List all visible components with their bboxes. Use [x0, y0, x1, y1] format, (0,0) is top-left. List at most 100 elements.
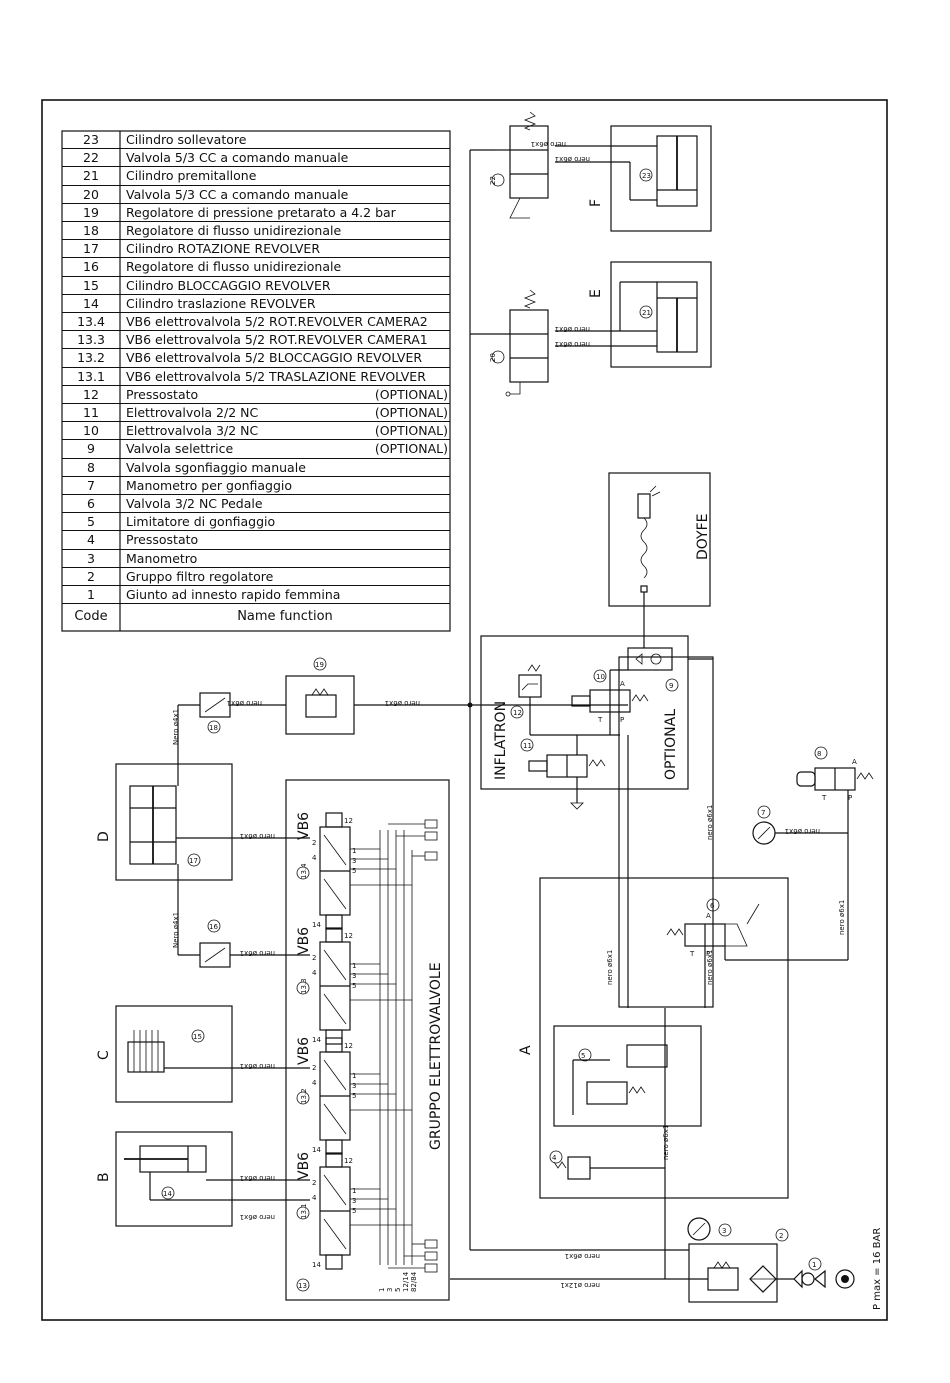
legend-code: 4: [87, 532, 95, 548]
bubble-2: 2: [779, 1232, 783, 1240]
pipe-label: nero ø6x1: [565, 1252, 600, 1260]
legend-code: 23: [83, 132, 99, 147]
legend-name: Elettrovalvola 3/2 NC: [126, 423, 259, 439]
limiter-5-box: [553, 1025, 702, 1127]
legend-note: (OPTIONAL): [374, 405, 448, 420]
legend-name: Limitatore di gonfiaggio: [126, 514, 276, 530]
legend-row: 23 Cilindro sollevatore: [62, 131, 450, 150]
bubble-13.1: 13.1: [300, 1203, 308, 1219]
bubble-23: 23: [642, 172, 651, 180]
pipe-label: nero ø6x1: [838, 900, 846, 935]
port-14: 14: [312, 1146, 321, 1154]
bubble-11: 11: [523, 742, 532, 750]
solenoid-coil-icon: [325, 927, 343, 943]
legend-name: Regolatore di flusso unidirezionale: [126, 223, 342, 238]
legend-name: Cilindro ROTAZIONE REVOLVER: [126, 241, 321, 257]
pipe-label: nero ø6x1: [606, 950, 614, 985]
legend-header-name: Name function: [237, 609, 333, 625]
bubble-circle: [296, 1091, 310, 1105]
group-d: D 17 nero ø6x1 18 Nero ø4x1 nero ø6x1 19…: [96, 657, 628, 1250]
legend-name: Valvola 5/3 CC a comando manuale: [126, 186, 349, 202]
bubble-14: 14: [163, 1190, 172, 1198]
vb6-label: VB6: [296, 1152, 312, 1180]
port-12: 12: [344, 817, 353, 825]
pmax-label: P max = 16 BAR: [872, 1228, 883, 1310]
pipe-label: Nero ø4x1: [172, 709, 180, 745]
pressure-switch-4-icon: [567, 1156, 591, 1180]
legend-code: 12: [83, 386, 99, 402]
legend-code: 20: [83, 186, 99, 202]
port-14: 14: [312, 1261, 321, 1269]
pipe-label: nero ø6x1: [706, 805, 714, 840]
legend-row: 5 Limitatore di gonfiaggio: [62, 513, 450, 532]
port-1: 1: [352, 847, 356, 855]
group-e: E 21 nero ø6x1 nero ø6x1 20: [470, 261, 712, 397]
flow-arrow: [323, 1174, 347, 1250]
deflate-gauge-group: 8 A T P 7 nero ø6x1 nero ø6x1: [688, 658, 874, 961]
group-b-label: B: [96, 1172, 112, 1182]
legend-code: 11: [83, 405, 99, 420]
bubble-7: 7: [761, 809, 765, 817]
port-1: 1: [352, 1072, 356, 1080]
legend-code: 13.3: [77, 332, 105, 348]
legend-code: 19: [83, 204, 99, 220]
manifold-label: GRUPPO ELETTROVALVOLE: [428, 962, 444, 1150]
legend-name: Cilindro premitallone: [126, 168, 257, 184]
legend-code: 21: [83, 168, 99, 184]
port-3: 3: [352, 1197, 356, 1205]
bubble-circle: [296, 866, 310, 880]
bubble-13.2: 13.2: [300, 1088, 308, 1104]
port-label: 5: [394, 1288, 402, 1292]
legend-note: (OPTIONAL): [374, 423, 448, 439]
pressure-switch-12-icon: [518, 674, 542, 698]
bubble-13.3: 13.3: [300, 978, 308, 994]
selector-valve-9-icon: [627, 647, 673, 671]
legend-name: VB6 elettrovalvola 5/2 BLOCCAGGIO REVOLV…: [126, 350, 423, 366]
solenoid-coil-icon: [325, 1037, 343, 1053]
port-14: 14: [312, 921, 321, 929]
legend-name: Cilindro traslazione REVOLVER: [126, 295, 316, 311]
legend-name: Valvola 3/2 NC Pedale: [126, 496, 263, 511]
pipe-label: nero ø6x1: [240, 1213, 275, 1221]
bubble-22: 22: [489, 176, 497, 185]
legend-code: 14: [83, 295, 99, 311]
group-f: F 23 nero ø6x1 nero ø6x1 22: [469, 111, 712, 705]
bubble-3: 3: [722, 1227, 726, 1235]
port-2: 2: [312, 1064, 316, 1072]
legend-code: 7: [87, 477, 95, 493]
port-label: 3: [386, 1288, 394, 1292]
bubble-13: 13: [298, 1282, 307, 1290]
group-c-box: [115, 1005, 233, 1103]
solenoid-coil-icon: [325, 1254, 343, 1270]
legend-code: 13.2: [77, 350, 105, 366]
group-c: C 15 nero ø6x1: [96, 1005, 310, 1103]
bubble-8: 8: [817, 750, 821, 758]
frl-2-box: [688, 1243, 778, 1303]
legend-name: Gruppo filtro regolatore: [126, 568, 274, 584]
pipe-label: nero ø6x1: [785, 827, 820, 835]
port-3: 3: [352, 857, 356, 865]
port-5: 5: [352, 982, 356, 990]
legend-name: Manometro per gonfiaggio: [126, 477, 293, 493]
port-A: A: [706, 912, 711, 920]
group-a-box: [539, 877, 789, 1199]
bubble-circle: [296, 981, 310, 995]
port-A: A: [620, 680, 625, 688]
optional-label: OPTIONAL: [663, 709, 679, 780]
pipe-label: nero ø6x1: [240, 949, 275, 957]
legend-code: 16: [83, 259, 99, 275]
manifold-box: [285, 779, 450, 1301]
legend-name: Cilindro sollevatore: [126, 132, 247, 147]
legend-code: 5: [87, 514, 95, 530]
legend-name: Cilindro BLOCCAGGIO REVOLVER: [126, 277, 331, 293]
port-P: P: [848, 794, 852, 802]
bubble-5: 5: [581, 1052, 585, 1060]
group-e-box: [610, 261, 712, 368]
legend-row: 13.2 VB6 elettrovalvola 5/2 BLOCCAGGIO RE…: [62, 349, 450, 368]
